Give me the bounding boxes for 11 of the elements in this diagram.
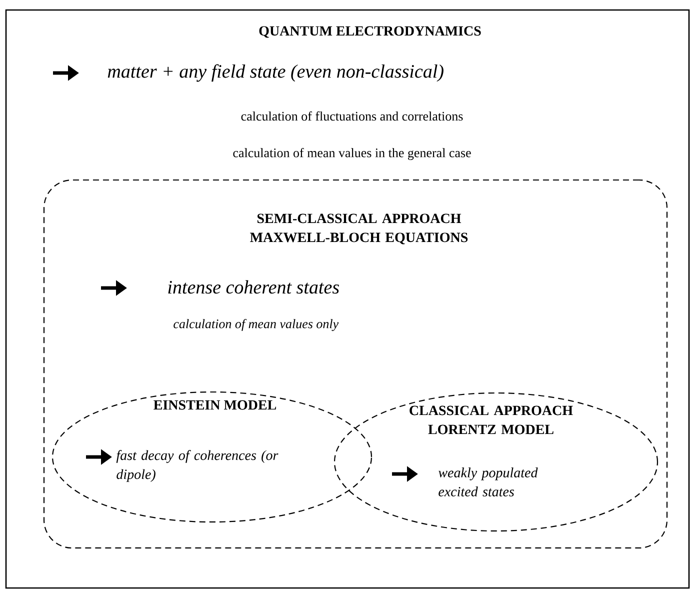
heading: CLASSICAL APPROACH LORENTZ MODEL bbox=[410, 406, 573, 434]
heading: QUANTUM ELECTRODYNAMICS bbox=[259, 26, 481, 38]
statement-text: weakly populated excited states bbox=[438, 468, 538, 496]
heading: SEMI-CLASSICAL APPROACH MAXWELL-BLOCH EQUATIONS bbox=[250, 214, 468, 244]
heading: EINSTEIN MODEL bbox=[154, 400, 276, 410]
note-text: calculation of mean values in the general case bbox=[233, 148, 471, 160]
statement-text: fast decay of coherences (or dipole) bbox=[116, 450, 278, 482]
note-text: calculation of mean values only bbox=[174, 319, 339, 331]
statement-text: matter + any field state (even non-classical) bbox=[108, 64, 444, 82]
statement-text: intense coherent states bbox=[168, 280, 339, 294]
note-text: calculation of fluctuations and correlations bbox=[241, 111, 463, 121]
